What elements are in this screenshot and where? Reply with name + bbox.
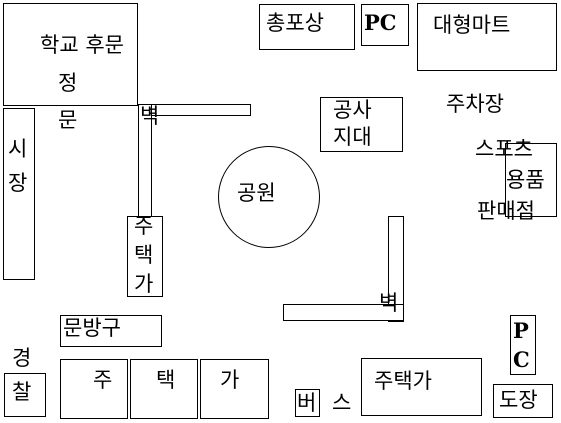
sports-store-label-1: 스포츠 <box>475 137 533 161</box>
market-box <box>3 108 35 280</box>
market-label-2: 장 <box>8 171 28 195</box>
pc-top-box <box>361 4 409 46</box>
bus-label-2: 스 <box>332 391 352 415</box>
wall-vertical-bottom <box>388 216 404 322</box>
housing-bottom-box-1 <box>60 359 128 419</box>
school-block <box>3 3 138 106</box>
housing-right-label: 주택가 <box>374 369 432 393</box>
housing-right-box <box>361 358 482 416</box>
housing-bottom-box-2 <box>130 359 198 419</box>
housing-bottom-label-3: 가 <box>220 368 240 392</box>
dojo-box <box>493 384 553 418</box>
housing-vertical-label-1: 주 <box>134 214 154 238</box>
school-back-gate-label: 학교 후문 <box>40 33 124 57</box>
pc-right-label-1: P <box>513 318 529 343</box>
wall-label-top: 벽 <box>140 104 160 128</box>
parking-label: 주차장 <box>446 92 504 116</box>
pc-right-box <box>510 315 536 375</box>
sports-store-label-3: 판매점 <box>477 199 535 223</box>
housing-bottom-label-1: 주 <box>93 368 113 392</box>
gift-shop-label: 총포상 <box>266 11 324 35</box>
main-gate-label-2: 문 <box>58 108 78 132</box>
sports-store-box <box>505 143 557 217</box>
stationery-label: 문방구 <box>63 316 121 340</box>
stationery-box <box>60 315 162 347</box>
pc-top-label: PC <box>364 10 397 35</box>
market-label-1: 시 <box>8 137 28 161</box>
housing-vertical-label-3: 가 <box>134 272 154 296</box>
housing-bottom-box-3 <box>200 359 269 419</box>
gift-shop-box <box>259 4 355 50</box>
police-label-1: 경 <box>12 346 32 370</box>
police-box <box>4 373 46 417</box>
wall-horizontal-bottom <box>283 304 404 321</box>
dojo-label: 도장 <box>499 388 538 412</box>
housing-vertical-box <box>127 216 163 297</box>
police-label-2: 찰 <box>12 380 32 404</box>
housing-bottom-label-2: 택 <box>156 368 176 392</box>
construction-box <box>320 97 403 152</box>
housing-vertical-label-2: 택 <box>134 243 154 267</box>
park-circle <box>218 146 320 248</box>
park-label: 공원 <box>237 181 276 205</box>
construction-label-2: 지대 <box>333 125 372 149</box>
mart-box <box>417 3 557 71</box>
bus-box <box>295 389 320 417</box>
mart-label: 대형마트 <box>433 13 511 37</box>
construction-label-1: 공사 <box>333 98 372 122</box>
bus-label-1: 버 <box>297 391 317 415</box>
main-gate-label-1: 정 <box>58 71 78 95</box>
pc-right-label-2: C <box>513 347 530 372</box>
sports-store-label-2: 용품 <box>506 168 545 192</box>
wall-label-bottom: 벽 <box>379 291 399 315</box>
